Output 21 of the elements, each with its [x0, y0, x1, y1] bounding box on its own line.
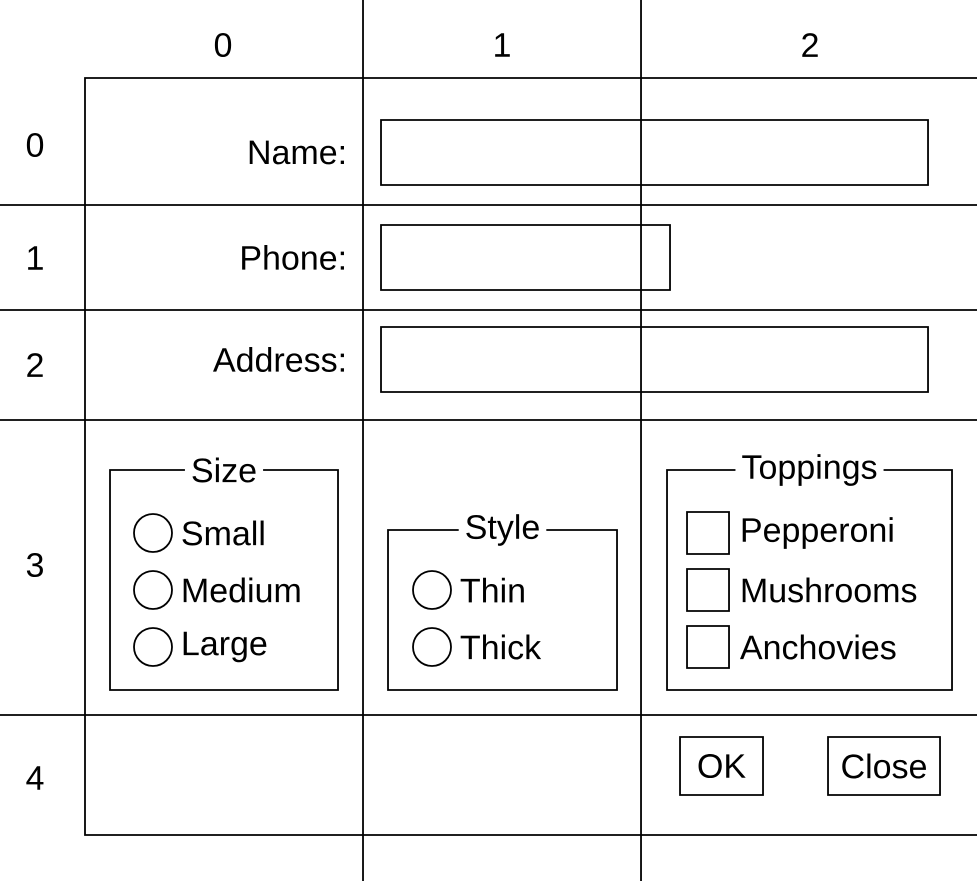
- option-label: Anchovies: [740, 634, 896, 660]
- grid-index: 0: [26, 132, 44, 158]
- grid-index: 1: [28, 246, 43, 270]
- field-label: Name:: [250, 140, 344, 164]
- option-label: Pepperoni: [742, 517, 893, 549]
- field-label: Phone:: [242, 245, 344, 270]
- option-label: Mushrooms: [742, 578, 916, 602]
- grid-index: 3: [26, 552, 43, 578]
- option-label: Thin: [460, 578, 524, 602]
- grid-index: 2: [27, 353, 43, 377]
- button: Close: [827, 736, 941, 796]
- grid-index: 4: [26, 766, 44, 790]
- option-label: Medium: [184, 578, 300, 602]
- grid-index: 1: [495, 33, 510, 57]
- button: OK: [679, 736, 764, 796]
- option-label: Large: [184, 632, 266, 662]
- option-label: Small: [182, 520, 264, 546]
- grid-index: 0: [214, 32, 232, 58]
- option-label: Thick: [460, 634, 542, 660]
- grid-index: 2: [802, 33, 818, 57]
- field-label: Address:: [213, 347, 344, 372]
